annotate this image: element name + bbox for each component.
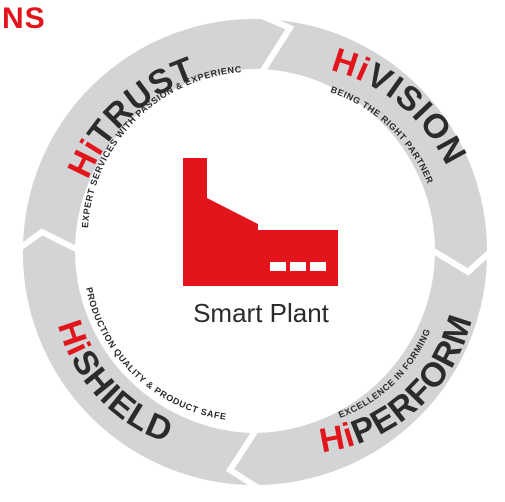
ring [16, 12, 494, 492]
factory-icon [183, 158, 338, 286]
segment-hishield [16, 228, 269, 492]
segment-hitrust [16, 12, 295, 251]
center-label: Smart Plant [193, 298, 330, 328]
corner-title-fragment: NS [2, 2, 46, 35]
